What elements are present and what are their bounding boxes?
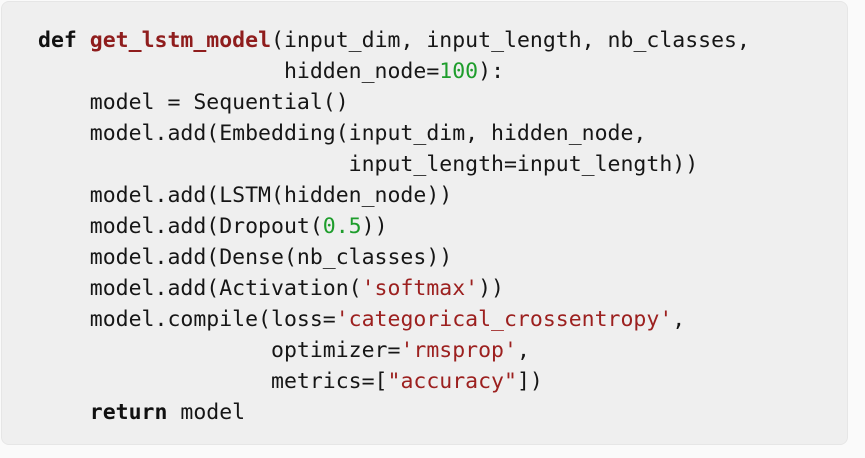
code-token-default: model.add(Activation( — [38, 276, 362, 301]
code-line: model.add(Dense(nb_classes)) — [38, 242, 847, 273]
code-line: def get_lstm_model(input_dim, input_leng… — [38, 25, 847, 56]
code-line: model.add(Dropout(0.5)) — [38, 211, 847, 242]
code-token-default: model.add(Embedding(input_dim, hidden_no… — [38, 121, 647, 146]
code-token-string: 'rmsprop' — [400, 338, 517, 363]
code-block: def get_lstm_model(input_dim, input_leng… — [2, 2, 847, 428]
code-token-number: 0.5 — [322, 214, 362, 239]
code-token-default: (input_dim, input_length, nb_classes, — [271, 28, 750, 53]
code-token-default: model.add(LSTM(hidden_node)) — [38, 183, 453, 208]
code-token-default: , — [516, 338, 530, 363]
code-token-function: get_lstm_model — [89, 28, 272, 53]
code-line: hidden_node=100): — [38, 56, 847, 87]
code-token-number: 100 — [439, 59, 479, 84]
code-line: return model — [38, 397, 847, 428]
code-token-default: metrics=[ — [38, 369, 388, 394]
code-token-default: model — [167, 400, 246, 425]
code-token-default: model.add(Dropout( — [38, 214, 323, 239]
code-token-default: )) — [361, 214, 388, 239]
code-token-keyword: return — [89, 400, 168, 425]
code-token-string: 'categorical_crossentropy' — [335, 307, 673, 332]
code-line: model = Sequential() — [38, 87, 847, 118]
code-line: model.compile(loss='categorical_crossent… — [38, 304, 847, 335]
code-token-default: )) — [478, 276, 504, 301]
code-token-default: optimizer= — [38, 338, 401, 363]
code-line: metrics=["accuracy"]) — [38, 366, 847, 397]
code-line: model.add(LSTM(hidden_node)) — [38, 180, 847, 211]
code-token-default: model.compile(loss= — [38, 307, 336, 332]
code-line: model.add(Activation('softmax')) — [38, 273, 847, 304]
code-token-keyword: def — [38, 28, 77, 53]
code-snippet-panel: def get_lstm_model(input_dim, input_leng… — [1, 1, 848, 445]
code-token-default — [77, 28, 90, 53]
code-token-string: 'softmax' — [361, 276, 479, 301]
code-line: model.add(Embedding(input_dim, hidden_no… — [38, 118, 847, 149]
code-token-string: "accuracy" — [387, 369, 517, 394]
code-token-default: input_length=input_length)) — [38, 152, 699, 177]
code-token-default: model = Sequential() — [38, 90, 349, 115]
code-line: optimizer='rmsprop', — [38, 335, 847, 366]
code-token-default: ): — [478, 59, 505, 84]
code-line: input_length=input_length)) — [38, 149, 847, 180]
code-token-default: , — [672, 307, 686, 332]
code-token-default: model.add(Dense(nb_classes)) — [38, 245, 453, 270]
code-token-default — [38, 400, 90, 425]
code-token-default: ]) — [516, 369, 543, 394]
code-token-default: hidden_node= — [38, 59, 440, 84]
